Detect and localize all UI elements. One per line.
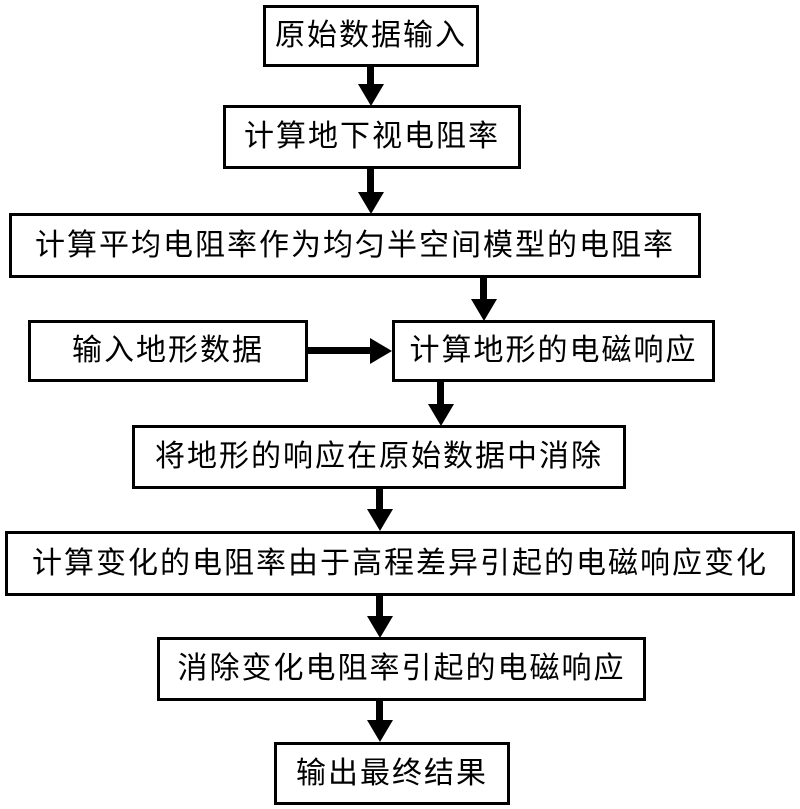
node-raw-data-input[interactable]: 原始数据输入	[263, 5, 479, 67]
arrow-down-icon-remove-var-res-to-output-final-result	[367, 720, 393, 742]
connector-raw-data-input-to-calc-apparent-res-shaft	[367, 67, 374, 89]
node-remove-terrain-resp-label: 将地形的响应在原始数据中消除	[155, 440, 603, 473]
node-input-terrain-data[interactable]: 输入地形数据	[28, 320, 308, 382]
arrow-right-icon-input-terrain-data-to-calc-terrain-em	[370, 338, 392, 364]
node-calc-elev-variation-label: 计算变化的电阻率由于高程差异引起的电磁响应变化	[32, 546, 768, 580]
node-calc-average-res[interactable]: 计算平均电阻率作为均匀半空间模型的电阻率	[9, 213, 701, 278]
connector-calc-average-res-to-calc-terrain-em-shaft	[480, 278, 487, 304]
arrow-down-icon-calc-terrain-em-to-remove-terrain-resp	[428, 404, 454, 426]
node-input-terrain-data-label: 输入地形数据	[72, 334, 264, 367]
node-output-final-result-label: 输出最终结果	[296, 756, 488, 790]
node-output-final-result[interactable]: 输出最终结果	[274, 742, 510, 805]
connector-calc-apparent-res-to-calc-average-res-shaft	[367, 169, 374, 193]
connector-input-terrain-data-to-calc-terrain-em-shaft	[308, 347, 372, 354]
node-calc-elev-variation[interactable]: 计算变化的电阻率由于高程差异引起的电磁响应变化	[5, 531, 795, 596]
node-calc-apparent-res[interactable]: 计算地下视电阻率	[223, 105, 521, 169]
connector-calc-terrain-em-to-remove-terrain-resp-shaft	[437, 382, 444, 406]
connector-remove-var-res-to-output-final-result-shaft	[376, 701, 383, 721]
node-remove-var-res-label: 消除变化电阻率引起的电磁响应	[177, 652, 626, 685]
connector-remove-terrain-resp-to-calc-elev-variation-shaft	[376, 489, 383, 511]
connector-calc-elev-variation-to-remove-var-res-shaft	[376, 596, 383, 618]
arrow-down-icon-calc-average-res-to-calc-terrain-em	[471, 299, 497, 321]
node-remove-var-res[interactable]: 消除变化电阻率引起的电磁响应	[157, 637, 646, 701]
arrow-down-icon-remove-terrain-resp-to-calc-elev-variation	[367, 509, 393, 531]
node-raw-data-input-label: 原始数据输入	[275, 19, 467, 52]
arrow-down-icon-calc-apparent-res-to-calc-average-res	[358, 192, 384, 214]
node-calc-terrain-em[interactable]: 计算地形的电磁响应	[392, 320, 715, 382]
node-remove-terrain-resp[interactable]: 将地形的响应在原始数据中消除	[132, 425, 626, 489]
node-calc-terrain-em-label: 计算地形的电磁响应	[409, 334, 698, 367]
arrow-down-icon-calc-elev-variation-to-remove-var-res	[367, 616, 393, 638]
node-calc-apparent-res-label: 计算地下视电阻率	[244, 120, 500, 153]
node-calc-average-res-label: 计算平均电阻率作为均匀半空间模型的电阻率	[35, 228, 675, 262]
arrow-down-icon-raw-data-input-to-calc-apparent-res	[358, 84, 384, 106]
